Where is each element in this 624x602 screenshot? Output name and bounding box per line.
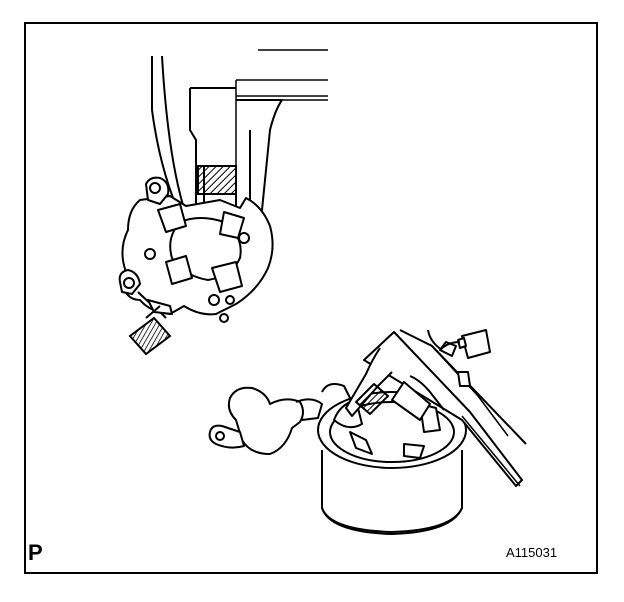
- brush-knurled-icon: [128, 305, 172, 356]
- figure-corner-letter: P: [28, 540, 43, 565]
- brush-icon: [197, 165, 237, 195]
- vernier-caliper-icon: [151, 49, 328, 220]
- figure-frame: [24, 22, 598, 574]
- brush-holder-icon: [118, 176, 274, 323]
- figure-code: A115031: [506, 545, 558, 560]
- caliper-measuring-icon: [345, 329, 527, 487]
- connector-plug-icon: [427, 329, 491, 359]
